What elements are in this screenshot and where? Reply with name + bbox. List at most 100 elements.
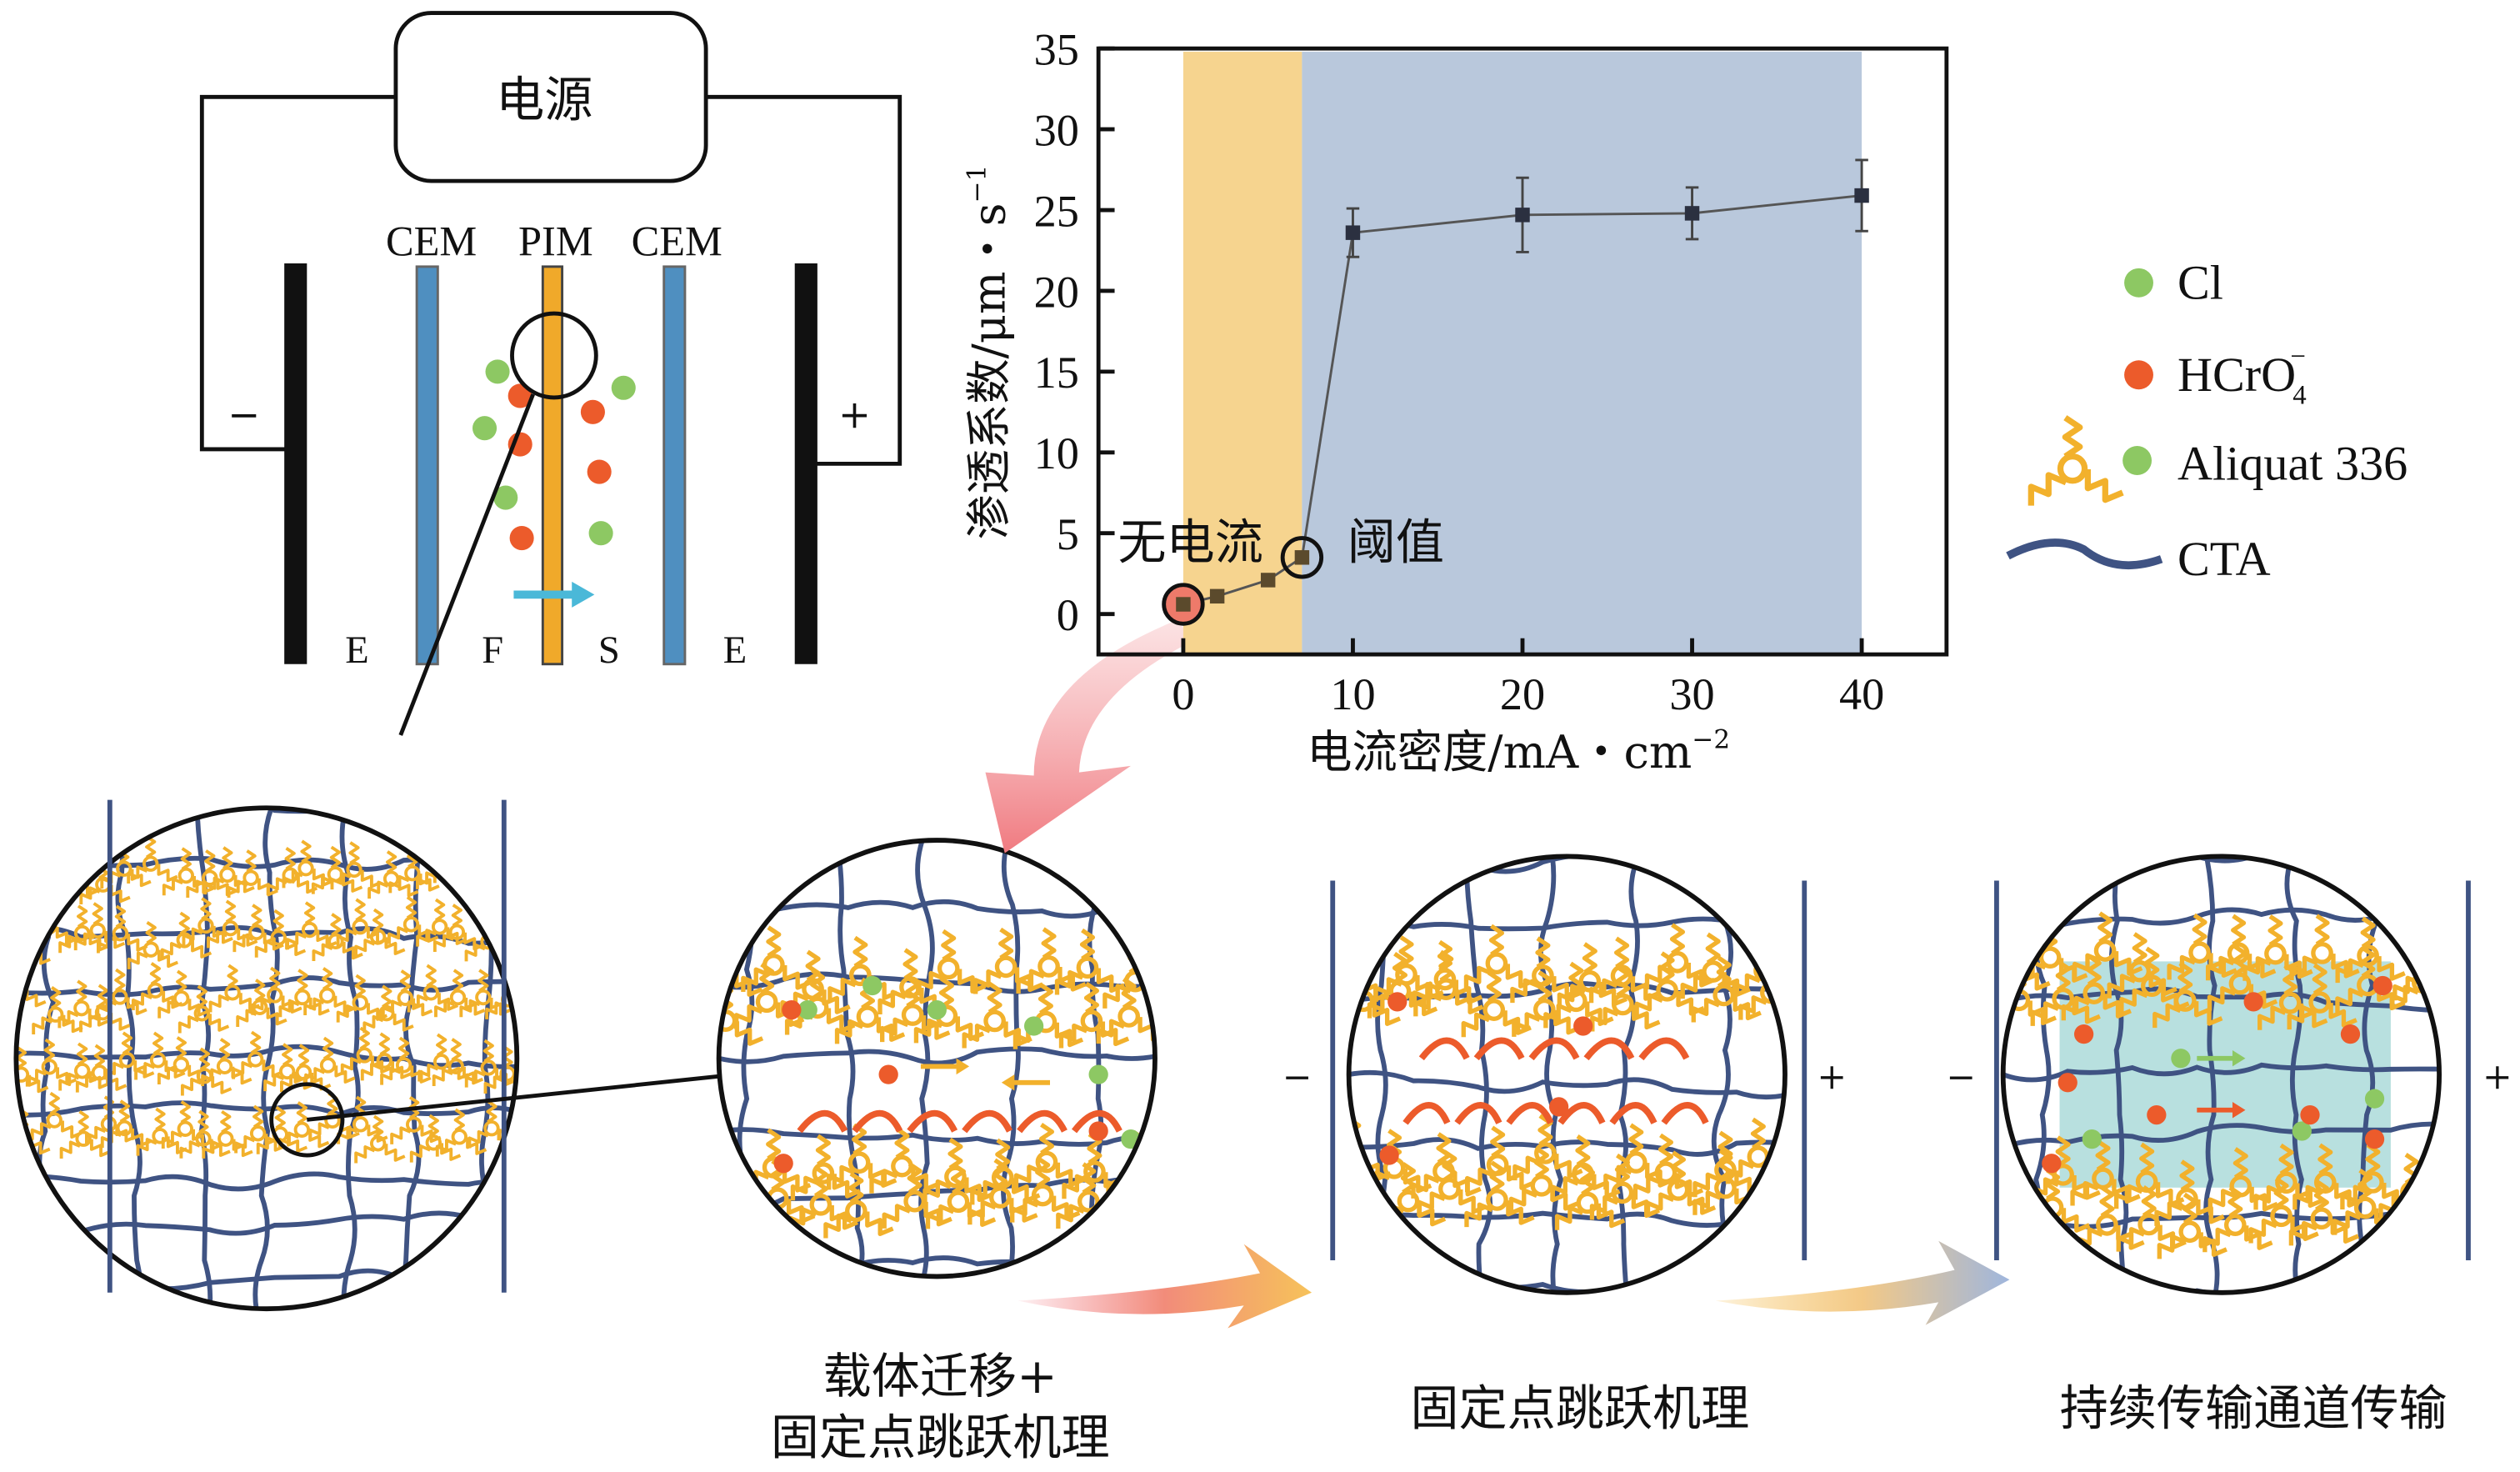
- wire-right: [706, 94, 902, 466]
- aliquat-chain: [1083, 981, 1100, 1014]
- aliquat-chain: [175, 1036, 187, 1060]
- aliquat-chain: [50, 986, 62, 1010]
- aliquat-chain: [2055, 959, 2071, 992]
- aliquat-chain: [114, 904, 127, 929]
- caption-carrier-migration: 载体迁移+: [823, 1348, 1058, 1404]
- aliquat-core: [2096, 1214, 2118, 1236]
- aliquat-chain: [515, 999, 518, 1019]
- aliquat-chain: [834, 1019, 864, 1044]
- cta-chain: [2284, 856, 2306, 1293]
- aliquat-core: [512, 1112, 518, 1129]
- electrodialysis-cell: 电源 − + CEM PIM CEM E F S E: [199, 11, 902, 736]
- aliquat-chain: [1013, 1164, 1043, 1189]
- aliquat-core: [483, 1120, 500, 1137]
- aliquat-chain: [1392, 951, 1408, 984]
- aliquat-chain: [2099, 1185, 2115, 1218]
- aliquat-chain: [1464, 1202, 1493, 1228]
- aliquat-chain: [1373, 977, 1402, 1002]
- aliquat-chain: [478, 969, 489, 993]
- aliquat-core: [149, 1052, 167, 1069]
- aliquat-chain: [322, 967, 333, 991]
- aliquat-chain: [202, 1140, 223, 1159]
- aliquat-chain: [1465, 1167, 1494, 1193]
- aliquat-core: [249, 1125, 267, 1142]
- aliquat-chain: [2095, 1139, 2111, 1172]
- aliquat-chain: [92, 902, 103, 926]
- aliquat-core: [89, 922, 106, 939]
- aliquat-core: [1035, 1150, 1058, 1174]
- aliquat-chain: [208, 994, 230, 1013]
- aliquat-chain: [19, 867, 41, 885]
- aliquat-chain: [384, 937, 406, 955]
- aliquat-chain: [1038, 983, 1053, 1015]
- chromate-ion-dot: [2372, 975, 2392, 996]
- aliquat-chain: [2061, 1208, 2091, 1233]
- aliquat-chain: [2273, 1176, 2289, 1209]
- aliquat-chain: [179, 1140, 201, 1159]
- aliquat-core: [48, 1006, 64, 1023]
- chloride-ion-dot: [611, 375, 636, 400]
- aliquat-chain: [64, 849, 76, 874]
- aliquat-chain: [2178, 961, 2193, 994]
- aliquat-core: [278, 1063, 296, 1080]
- aliquat-chain: [1054, 1022, 1084, 1048]
- aliquat-chain: [340, 1057, 362, 1075]
- aliquat-core: [1759, 1191, 1782, 1214]
- aliquat-chain: [852, 935, 868, 969]
- aliquat-chain: [1632, 1174, 1662, 1200]
- aliquat-chain: [198, 1047, 211, 1071]
- membrane-label-pim: PIM: [518, 218, 593, 264]
- aliquat-chain: [790, 1175, 820, 1201]
- aliquat-chain: [992, 1158, 1008, 1191]
- shaded-region-1: [1302, 52, 1862, 655]
- aliquat-chain: [149, 962, 161, 986]
- aliquat-chain: [485, 1001, 507, 1019]
- aliquat-core: [2308, 991, 2331, 1014]
- aliquat-core: [848, 1151, 871, 1174]
- aliquat-chain: [1692, 1190, 1722, 1215]
- aliquat-chain: [2231, 914, 2247, 947]
- caption-continuous-channel: 持续传输通道传输: [2060, 1380, 2448, 1437]
- aliquat-chain: [58, 934, 80, 954]
- aliquat-chain: [200, 897, 212, 921]
- aliquat-core: [402, 916, 420, 933]
- aliquat-core: [856, 1005, 879, 1029]
- aliquat-chain: [266, 877, 288, 895]
- aliquat-chain: [2332, 1210, 2362, 1235]
- aliquat-chain: [826, 1008, 856, 1034]
- aliquat-chain: [433, 841, 446, 865]
- aliquat-chain: [1372, 1001, 1402, 1026]
- chromate-ion-dot: [1379, 1145, 1399, 1165]
- progression-arrow-1: [1018, 1244, 1312, 1329]
- aliquat-chain: [16, 1138, 21, 1156]
- aliquat-core: [2082, 982, 2106, 1004]
- aliquat-chain: [1488, 924, 1504, 957]
- aliquat-chain: [303, 997, 325, 1016]
- aliquat-core: [809, 1193, 832, 1216]
- aliquat-chain: [43, 898, 55, 922]
- aliquat-chain: [718, 974, 722, 999]
- aliquat-chain: [1438, 949, 1454, 983]
- aliquat-core: [247, 1051, 264, 1068]
- legend: Cl HCrO4− Aliquat 336 CTA: [2006, 256, 2408, 586]
- aliquat-core: [812, 1162, 835, 1184]
- aliquat-chain: [234, 1135, 256, 1154]
- aliquat-core: [356, 1047, 372, 1064]
- aliquat-chain: [220, 1109, 232, 1134]
- aliquat-chain: [2434, 974, 2440, 999]
- data-point: [1684, 206, 1700, 221]
- chromate-ion-dot: [2147, 1104, 2167, 1125]
- aliquat-core: [75, 1130, 92, 1147]
- aliquat-chain: [970, 1179, 999, 1205]
- aliquat-molecule-icon: [2028, 415, 2152, 506]
- aliquat-chain: [1615, 964, 1631, 998]
- aliquat-core: [198, 917, 214, 934]
- aliquat-chain: [186, 879, 208, 898]
- aliquat-chain: [342, 874, 363, 893]
- chromate-ion-dot: [580, 399, 605, 424]
- aliquat-chain: [1101, 1218, 1130, 1243]
- aliquat-chain: [852, 1123, 868, 1156]
- aliquat-chain: [2114, 1184, 2143, 1209]
- aliquat-core: [73, 999, 90, 1017]
